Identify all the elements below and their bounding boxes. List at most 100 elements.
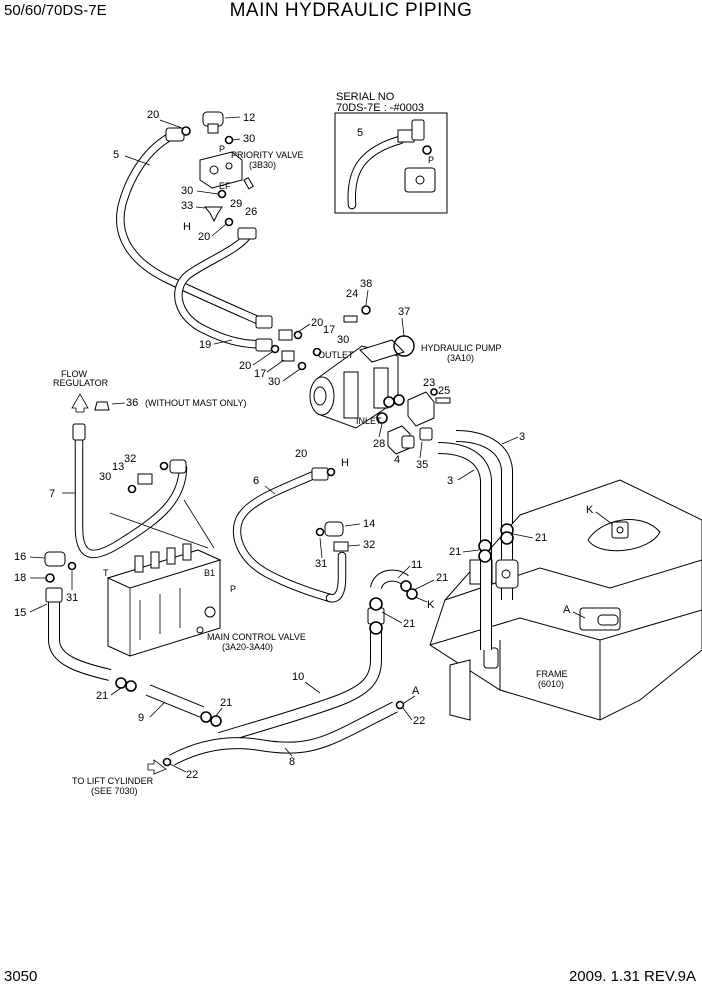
main-control-valve-caption: MAIN CONTROL VALVE <box>207 632 306 642</box>
elbow-14-icon <box>324 521 344 537</box>
inset-callout-5: 5 <box>357 127 363 139</box>
oring-30a <box>224 135 234 145</box>
callout-15: 15 <box>14 607 26 619</box>
nipple-35b-icon <box>401 435 415 449</box>
frame-caption: FRAME <box>536 669 568 679</box>
lift-cylinder-arrow-icon <box>147 759 167 775</box>
callout-21d: 21 <box>403 618 415 630</box>
priority-valve-ref: (3B30) <box>249 160 276 170</box>
port-t-label: T <box>103 568 109 578</box>
oring-20 <box>181 126 191 136</box>
callout-32: 32 <box>124 453 136 465</box>
oring-18 <box>45 573 55 583</box>
inset-priority-valve-icon <box>404 167 436 193</box>
port-ef-label: EF <box>219 181 231 191</box>
callout-32b: 32 <box>363 539 375 551</box>
callout-30e: 30 <box>99 471 111 483</box>
page-number: 3050 <box>4 968 38 985</box>
callout-H: H <box>183 221 191 233</box>
oring-30b <box>217 189 227 199</box>
pipe-10 <box>218 628 382 744</box>
callout-14: 14 <box>363 518 375 530</box>
callout-30: 30 <box>243 133 255 145</box>
callout-30c: 30 <box>337 334 349 346</box>
suction-pipe-3 <box>437 430 513 528</box>
pipe-15 <box>48 592 112 681</box>
callout-5: 5 <box>113 149 119 161</box>
tee-33-icon <box>203 206 223 223</box>
callout-16: 16 <box>14 551 26 563</box>
callout-4: 4 <box>394 454 400 466</box>
callout-9: 9 <box>138 712 144 724</box>
callout-26: 26 <box>245 206 257 218</box>
callout-A2: A <box>412 685 420 697</box>
fitting-22b-icon <box>162 757 172 767</box>
callout-18: 18 <box>14 572 26 584</box>
serial-inset: SERIAL NO 70DS-7E : -#0003 5 P <box>334 91 448 214</box>
hydraulic-pump-ref: (3A10) <box>447 353 474 363</box>
priority-valve-caption: PRIORITY VALVE <box>231 150 304 160</box>
fitting-22a-icon <box>395 700 405 710</box>
hydraulic-pump-icon <box>309 339 405 429</box>
elbow-16-icon <box>44 551 66 567</box>
plug-36-icon <box>94 401 110 411</box>
nipple-35a-icon <box>419 427 433 441</box>
callout-36: 36 <box>126 397 138 409</box>
outlet-label: OUTLET <box>318 350 354 360</box>
callout-20e: 20 <box>295 448 307 460</box>
callout-21a: 21 <box>535 532 547 544</box>
callout-31b: 31 <box>66 592 78 604</box>
callout-6: 6 <box>253 475 259 487</box>
callout-19: 19 <box>199 339 211 351</box>
callout-13: 13 <box>112 461 124 473</box>
bolt-23-icon <box>435 397 451 404</box>
callout-K: K <box>586 504 594 516</box>
callout-12: 12 <box>243 112 255 124</box>
callout-10: 10 <box>292 671 304 683</box>
callout-22a: 22 <box>413 715 425 727</box>
callout-K2: K <box>427 599 435 611</box>
pipe-8 <box>169 701 398 766</box>
hydraulic-pump-caption: HYDRAULIC PUMP <box>421 343 502 353</box>
callout-3a: 3 <box>519 431 525 443</box>
callout-A: A <box>563 604 571 616</box>
callout-H2: H <box>341 457 349 469</box>
fitting-17b-icon <box>281 350 295 362</box>
flange-4b-icon <box>407 391 435 427</box>
callout-35: 35 <box>416 459 428 471</box>
callout-21e: 21 <box>96 690 108 702</box>
callout-21b: 21 <box>449 546 461 558</box>
callout-21f: 21 <box>220 697 232 709</box>
revision-date: 2009. 1.31 REV.9A <box>568 968 696 985</box>
callout-8: 8 <box>289 756 295 768</box>
hose-9 <box>145 684 205 718</box>
flow-regulator-arrow-icon <box>71 393 89 413</box>
page-title: MAIN HYDRAULIC PIPING <box>229 0 473 21</box>
callout-21c: 21 <box>436 572 448 584</box>
oring-20b <box>224 217 234 227</box>
callout-17b: 17 <box>254 368 266 380</box>
hose-7 <box>74 435 188 559</box>
hose-19-fitting-icon <box>255 338 273 352</box>
callout-17: 17 <box>323 324 335 336</box>
inset-port-p: P <box>428 155 434 165</box>
callout-31: 31 <box>315 558 327 570</box>
main-control-valve-icon <box>106 543 222 657</box>
model-number: 50/60/70DS-7E <box>4 2 107 19</box>
callout-11: 11 <box>411 559 422 571</box>
main-control-valve-ref: (3A20-3A40) <box>222 642 273 652</box>
hose-6 <box>232 469 347 603</box>
callout-30b: 30 <box>181 185 193 197</box>
without-mast-caption: (WITHOUT MAST ONLY) <box>145 398 247 408</box>
callout-3b: 3 <box>447 475 453 487</box>
flow-regulator-caption-2: REGULATOR <box>53 378 109 388</box>
callout-37: 37 <box>398 306 410 318</box>
serial-range: 70DS-7E : -#0003 <box>336 102 424 114</box>
bolt-24-icon <box>343 315 358 323</box>
callout-28: 28 <box>373 438 385 450</box>
hose-5-fitting-icon <box>255 315 273 329</box>
callout-29: 29 <box>230 198 242 210</box>
callout-25: 25 <box>438 385 450 397</box>
fitting-32b-icon <box>333 541 349 552</box>
